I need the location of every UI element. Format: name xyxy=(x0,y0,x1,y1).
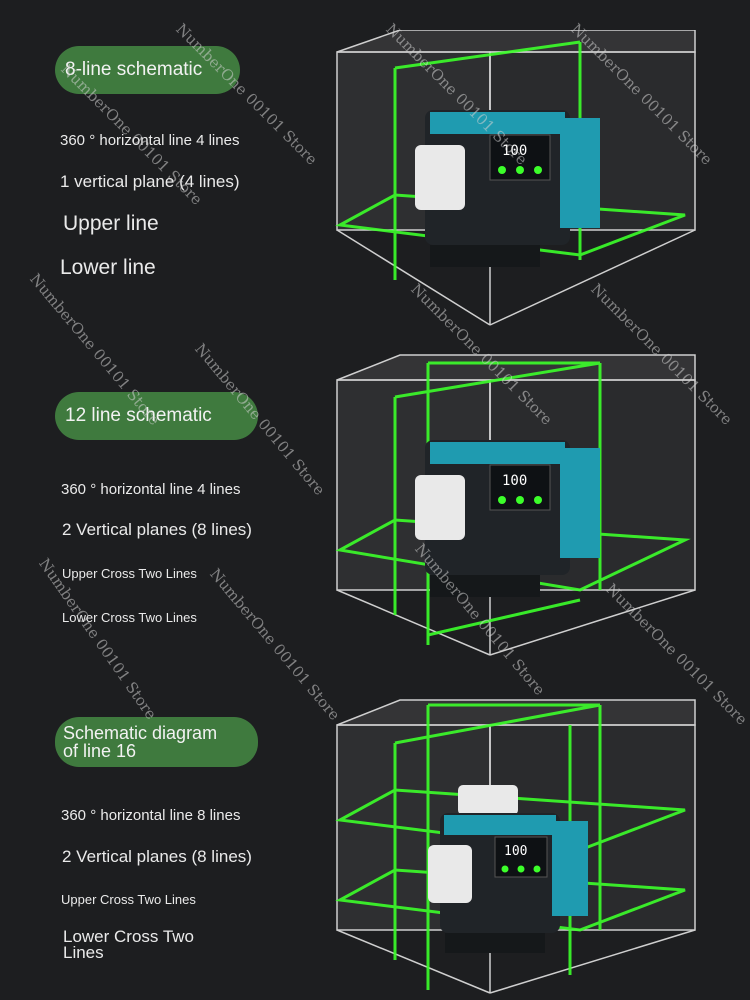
section-title: 8-line schematic xyxy=(65,59,203,80)
feature-vertical: 2 Vertical planes (8 lines) xyxy=(62,847,252,866)
laser-cube-illustration-8: 100 xyxy=(335,30,696,326)
section-16-line: Schematic diagram of line 16 360 ° horiz… xyxy=(0,670,750,1000)
section-title: 12 line schematic xyxy=(65,405,212,426)
laser-level-device: 100 xyxy=(428,785,588,953)
section-8-line: 8-line schematic 360 ° horizontal line 4… xyxy=(0,0,750,330)
device-display: 100 xyxy=(504,844,527,859)
feature-horizontal: 360 ° horizontal line 8 lines xyxy=(61,807,241,824)
feature-lower: Lower Cross Two Lines xyxy=(62,610,197,625)
laser-level-device: 100 xyxy=(415,110,600,267)
section-title-line2: of line 16 xyxy=(63,741,137,761)
laser-cube-illustration-16: 100 xyxy=(335,699,696,994)
feature-vertical: 1 vertical plane (4 lines) xyxy=(60,172,240,191)
feature-horizontal: 360 ° horizontal line 4 lines xyxy=(60,132,240,149)
feature-horizontal: 360 ° horizontal line 4 lines xyxy=(61,481,241,498)
section-title-line1: Schematic diagram xyxy=(63,723,218,743)
feature-lower-line2: Lines xyxy=(63,943,104,962)
section-title-pill: 12 line schematic xyxy=(55,392,258,440)
feature-upper: Upper Cross Two Lines xyxy=(61,892,196,907)
section-title-pill: Schematic diagram of line 16 xyxy=(55,717,258,767)
feature-lower: Lower line xyxy=(60,256,156,279)
laser-level-device: 100 xyxy=(415,440,600,597)
feature-lower-line1: Lower Cross Two xyxy=(63,927,195,946)
feature-upper: Upper Cross Two Lines xyxy=(62,566,197,581)
laser-cube-illustration-12: 100 xyxy=(335,354,696,656)
feature-vertical: 2 Vertical planes (8 lines) xyxy=(62,520,252,539)
device-display: 100 xyxy=(502,473,527,489)
device-display: 100 xyxy=(502,143,527,159)
section-12-line: 12 line schematic 360 ° horizontal line … xyxy=(0,330,750,670)
section-title-pill: 8-line schematic xyxy=(55,46,240,94)
feature-upper: Upper line xyxy=(63,212,159,235)
